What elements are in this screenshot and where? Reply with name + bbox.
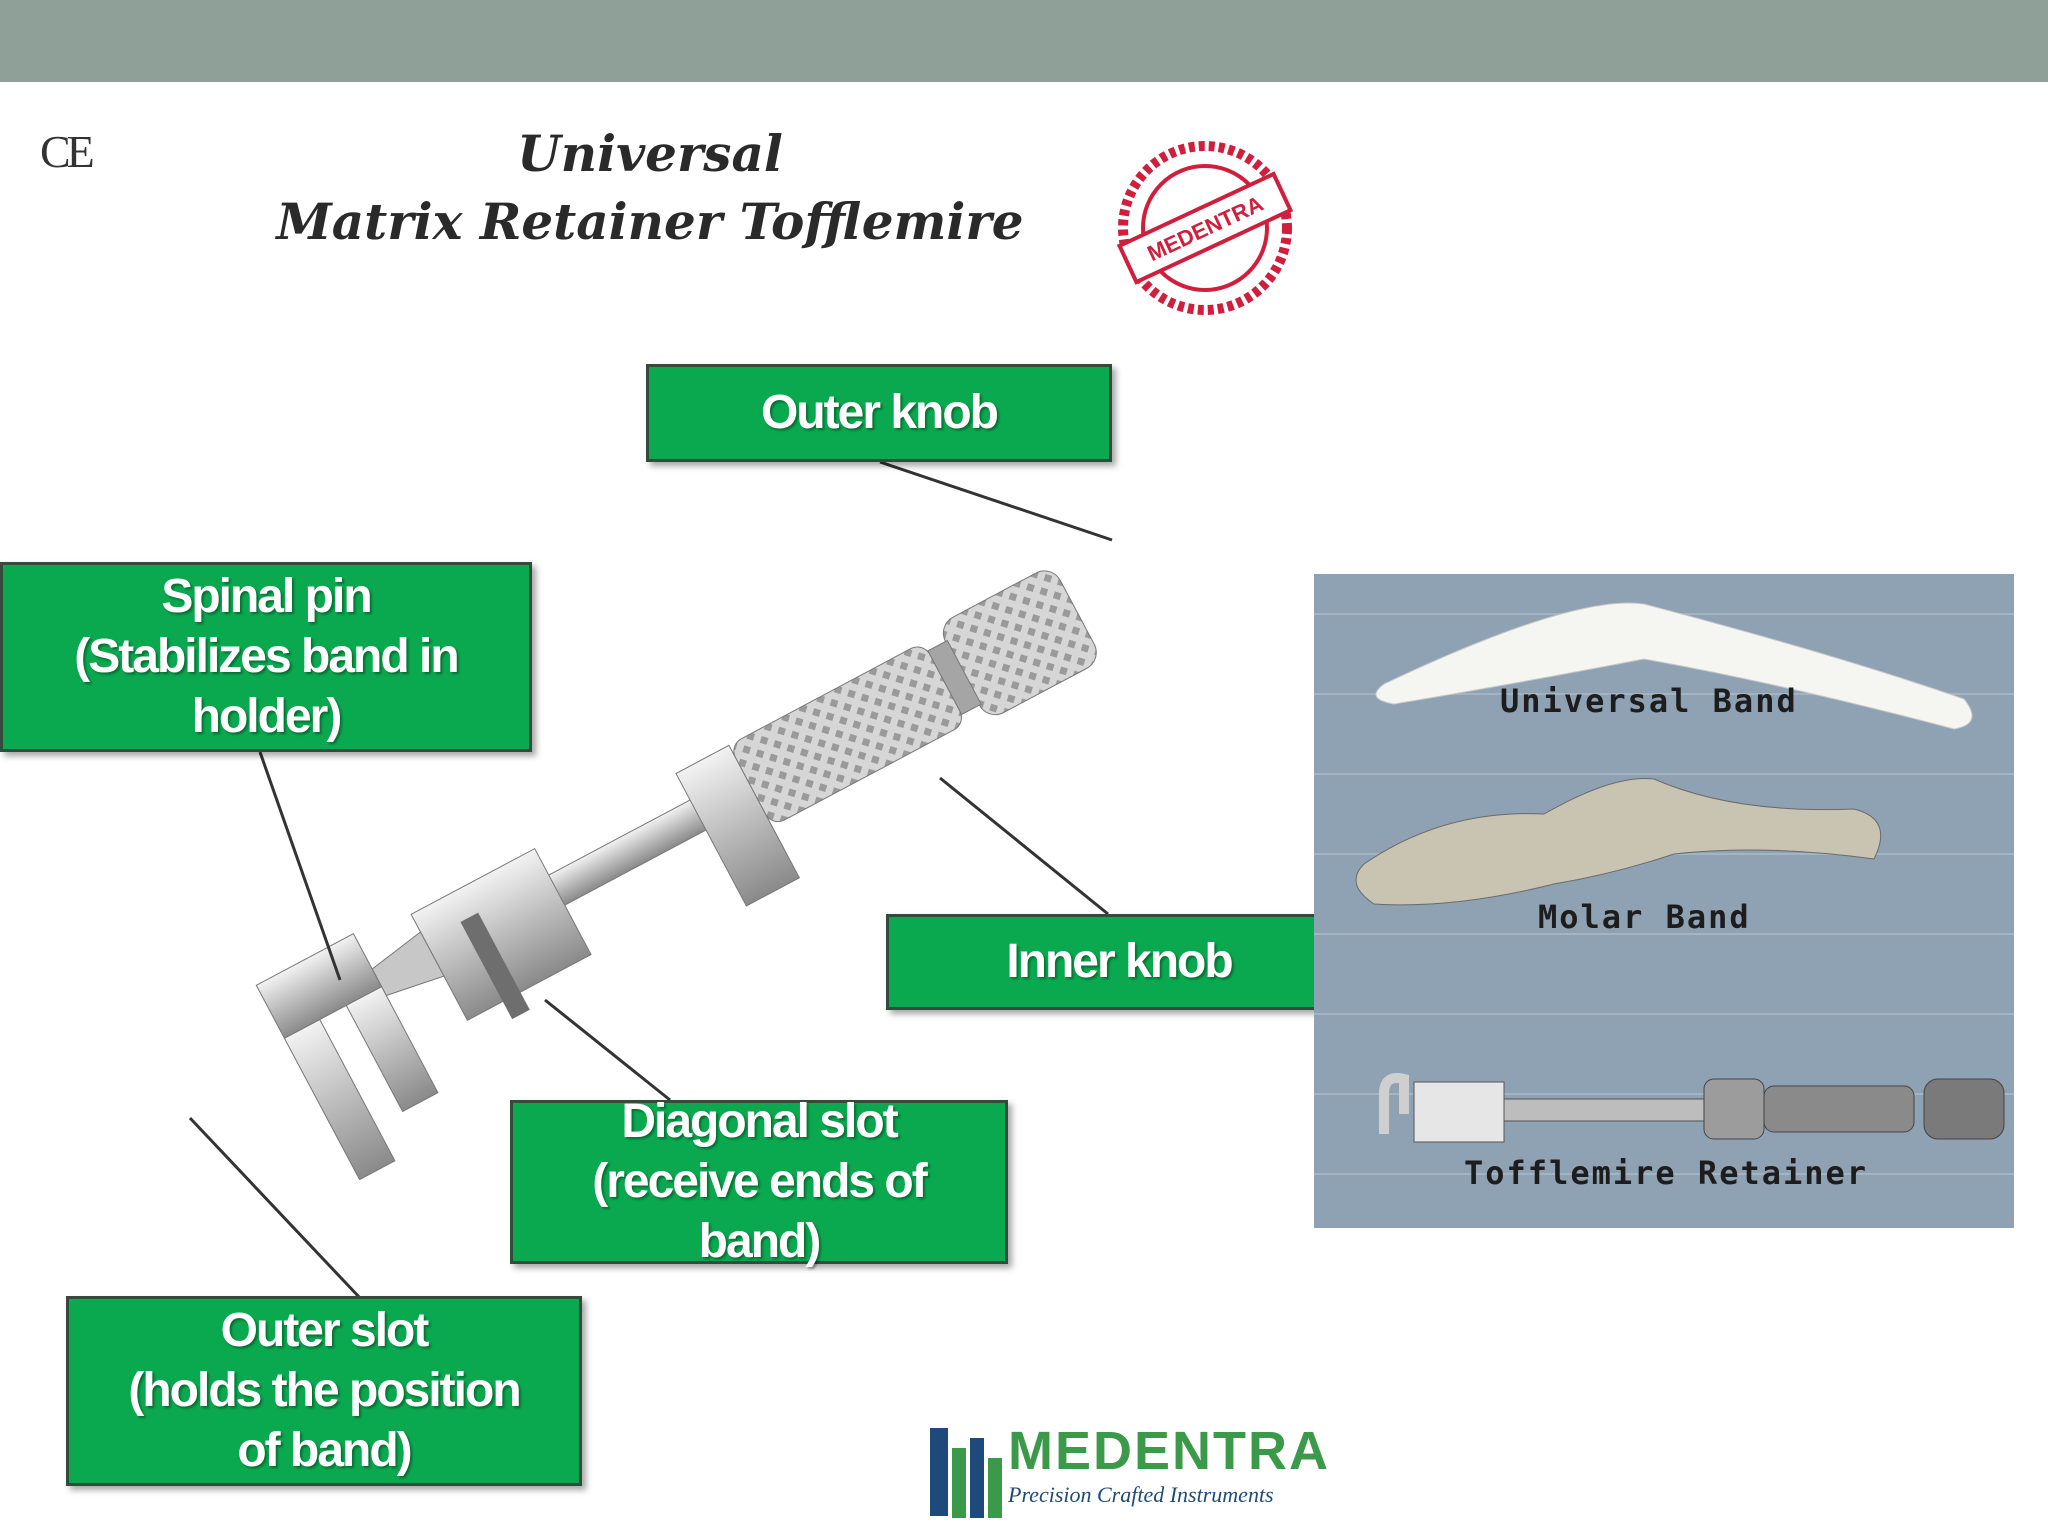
medentra-seal-icon: MEDENTRA xyxy=(1110,118,1300,338)
label-spinal-pin: Spinal pin (Stabilizes band in holder) xyxy=(0,562,532,752)
ce-mark: CE xyxy=(40,125,91,178)
molar-band-label: Molar Band xyxy=(1538,898,1751,936)
tofflemire-retainer-label: Tofflemire Retainer xyxy=(1464,1154,1868,1192)
medentra-tagline: Precision Crafted Instruments xyxy=(1008,1482,1274,1508)
label-spinal-pin-text: Spinal pin (Stabilizes band in holder) xyxy=(74,567,457,747)
label-outer-slot-text: Outer slot (holds the position of band) xyxy=(128,1301,519,1481)
label-diagonal-slot: Diagonal slot (receive ends of band) xyxy=(510,1100,1008,1264)
slide-title: Universal Matrix Retainer Tofflemire xyxy=(270,120,1030,256)
top-banner xyxy=(0,0,2048,82)
medentra-logo-text: MEDENTRA xyxy=(1008,1420,1330,1482)
title-line-1: Universal xyxy=(270,120,1030,188)
label-outer-slot: Outer slot (holds the position of band) xyxy=(66,1296,582,1486)
universal-band-label: Universal Band xyxy=(1500,682,1798,720)
label-outer-knob: Outer knob xyxy=(646,364,1112,462)
label-inner-knob: Inner knob xyxy=(886,914,1352,1010)
title-line-2: Matrix Retainer Tofflemire xyxy=(270,188,1030,256)
label-diagonal-slot-text: Diagonal slot (receive ends of band) xyxy=(592,1092,925,1272)
label-inner-knob-text: Inner knob xyxy=(1006,932,1231,992)
bands-photo: Universal Band Molar Band Tofflemire Ret… xyxy=(1314,574,2014,1228)
label-outer-knob-text: Outer knob xyxy=(761,383,997,443)
